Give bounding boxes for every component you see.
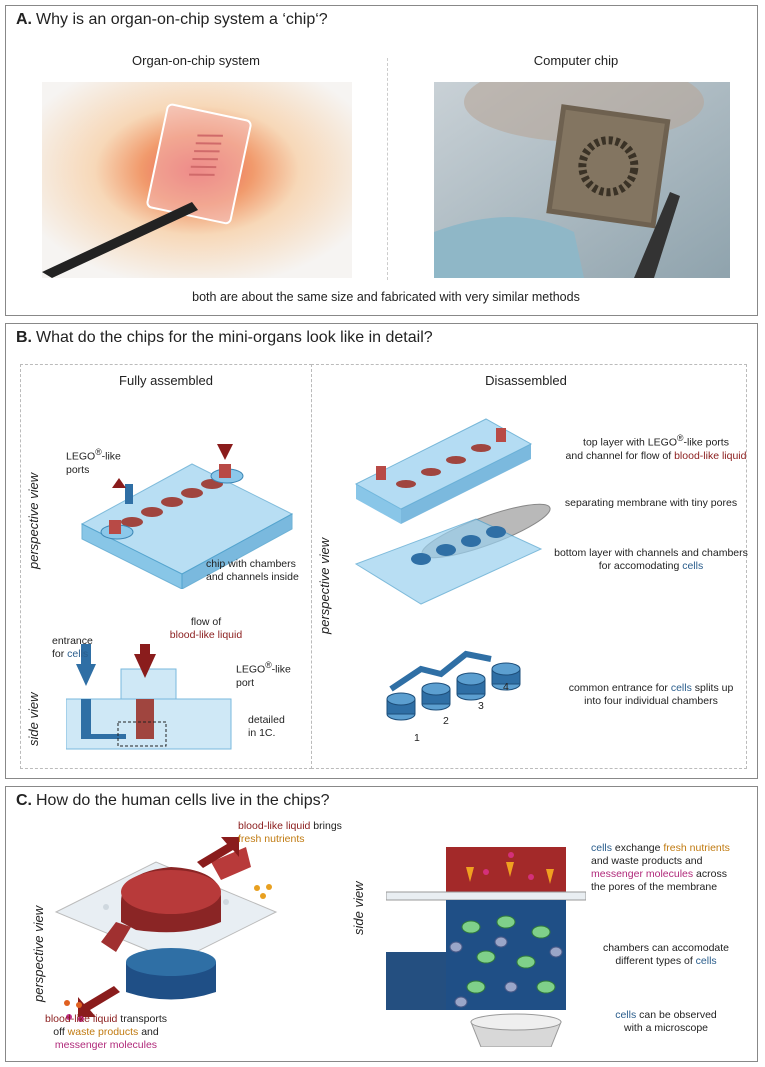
chamber-number-2: 2 (443, 715, 449, 727)
panel-a-title: A.Why is an organ-on-chip system a ‘chip… (16, 11, 328, 28)
panel-c-title: C.How do the human cells live in the chi… (16, 792, 330, 809)
panel-c: C.How do the human cells live in the chi… (5, 786, 758, 1062)
membrane-label: separating membrane with tiny pores (564, 497, 738, 509)
divider (387, 58, 388, 280)
disassembled-box (311, 364, 747, 769)
side-view-label-c: side view (351, 881, 366, 935)
chamber-side-illustration (386, 847, 586, 1047)
perspective-view-label-c: perspective view (31, 905, 46, 1002)
computer-chip-photo (434, 82, 730, 278)
perspective-view-label: perspective view (26, 472, 41, 569)
panel-b: B.What do the chips for the mini-organs … (5, 323, 758, 779)
inflow-arrow (197, 837, 239, 868)
assembled-chip-illustration (80, 444, 294, 589)
outflow-arrow (78, 986, 120, 1017)
organ-chip-photo (42, 82, 352, 278)
disassembled-header: Disassembled (485, 373, 567, 388)
chamber-number-3: 3 (478, 700, 484, 712)
panel-a: A.Why is an organ-on-chip system a ‘chip… (5, 5, 758, 316)
chamber-number-4: 4 (503, 681, 509, 693)
disassembled-illustration (354, 418, 551, 605)
chamber-number-1: 1 (414, 732, 420, 744)
organ-chip-caption: Organ-on-chip system (132, 53, 260, 68)
side-view-illustration (66, 644, 232, 750)
nutrient-dots (254, 884, 272, 899)
waste-dots (64, 1000, 84, 1022)
channel-network-illustration (386, 650, 521, 721)
panel-a-footer: both are about the same size and fabrica… (192, 290, 580, 304)
computer-chip-caption: Computer chip (533, 53, 619, 68)
perspective-view-label-right: perspective view (317, 537, 332, 634)
panel-b-title: B.What do the chips for the mini-organs … (16, 329, 433, 346)
chamber-perspective-illustration (54, 847, 278, 1000)
side-view-label: side view (26, 692, 41, 746)
fully-assembled-header: Fully assembled (119, 373, 213, 388)
